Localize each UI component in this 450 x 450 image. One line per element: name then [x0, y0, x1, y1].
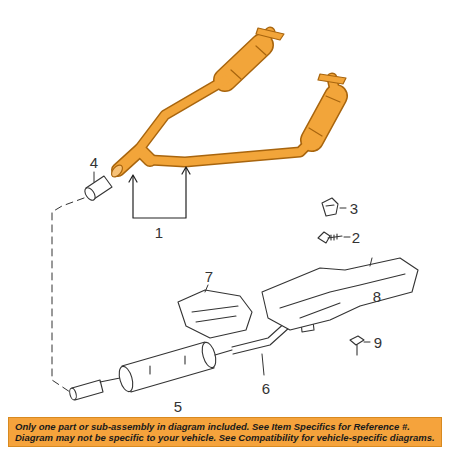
callout-number: 3	[350, 201, 358, 216]
sleeve	[83, 176, 112, 202]
notice-banner: Only one part or sub-assembly in diagram…	[8, 417, 442, 447]
callout-number: 1	[155, 225, 163, 240]
notice-text: Only one part or sub-assembly in diagram…	[15, 421, 435, 443]
callout-number: 4	[90, 155, 98, 170]
tailpipe	[69, 380, 103, 401]
callout-number: 6	[262, 381, 270, 396]
muffler	[100, 341, 232, 393]
callout-number: 7	[205, 269, 213, 284]
floor-heat-shield	[262, 258, 418, 330]
y-pipe-fill	[118, 32, 336, 170]
bolt	[318, 232, 342, 243]
callout-number: 8	[373, 289, 381, 304]
fastener	[350, 336, 364, 355]
callout-number: 5	[174, 399, 182, 414]
callout-number: 2	[352, 230, 360, 245]
callout-number: 9	[374, 335, 382, 350]
heat-shield	[178, 290, 252, 338]
clip	[322, 198, 338, 216]
y-pipe-outline	[118, 32, 336, 170]
